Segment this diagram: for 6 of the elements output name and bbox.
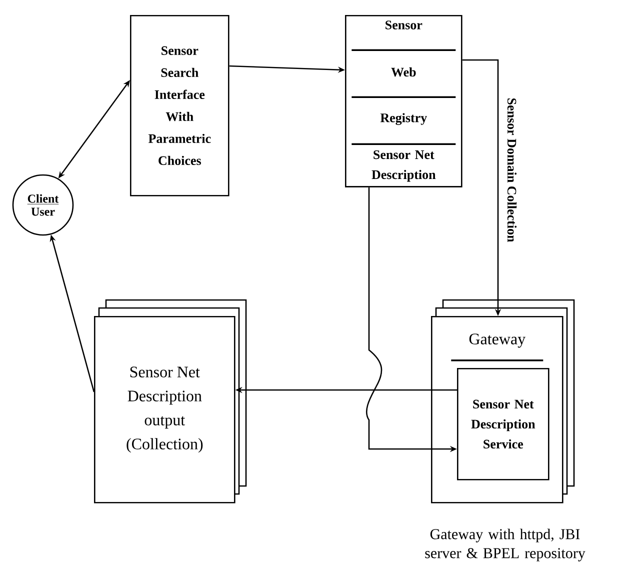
node-label: Gateway with httpd, JBI server & BPEL repository — [425, 528, 586, 562]
edge-label: Sensor Domain Collection — [506, 96, 518, 244]
registry-box: Sensor Web Registry Sensor Net Description — [345, 15, 462, 188]
stacked-document-box: Sensor Net Description output (Collection) — [94, 299, 247, 504]
service-box: Sensor Net Description Service — [457, 368, 550, 480]
process-box: Sensor Search Interface With Parametric Choices — [130, 15, 230, 196]
